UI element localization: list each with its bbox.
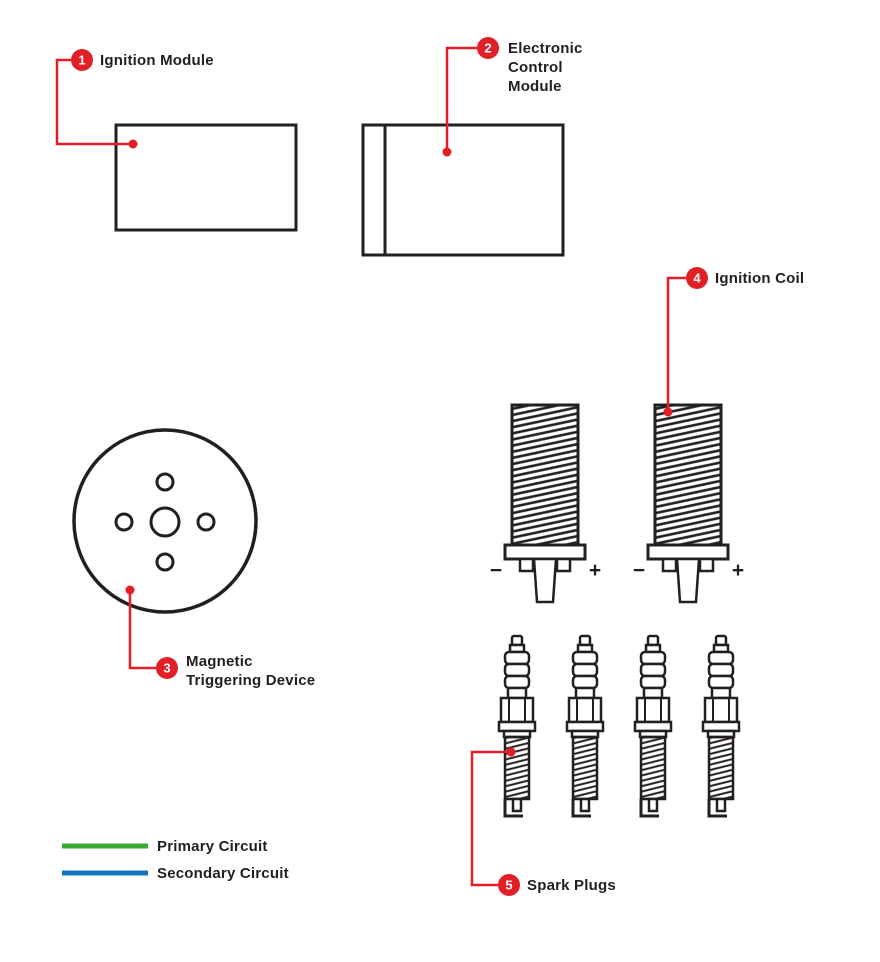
callout-line-4 (666, 276, 686, 412)
ignition-coil-2 (646, 403, 730, 604)
spark-plug-4 (701, 634, 741, 818)
callout-badge-3 (156, 657, 178, 679)
callout-label-2-line3: Module (508, 78, 562, 95)
callout-dot-3 (125, 585, 135, 595)
coil1-plus-terminal-label: + (589, 559, 601, 582)
coil2-plus-terminal-label: + (732, 559, 744, 582)
callout-dot-2 (442, 147, 452, 157)
spark-plug-2 (565, 634, 605, 818)
callout-line-1 (55, 58, 133, 146)
callout-label-3-line1: Magnetic (186, 653, 253, 670)
callout-label-2-line2: Control (508, 59, 563, 76)
callout-label-2-line1: Electronic (508, 40, 583, 57)
legend: Primary Circuit Secondary Circuit (62, 838, 289, 882)
callout-dot-1 (128, 139, 138, 149)
callout-line-3 (128, 590, 156, 670)
spark-plug-3 (633, 634, 673, 818)
callout-badge-2 (477, 37, 499, 59)
callout-line-2 (445, 46, 477, 152)
callout-label-5: Spark Plugs (527, 877, 616, 894)
coil2-minus-terminal-label: − (633, 559, 645, 582)
callout-line-5 (470, 750, 511, 887)
callout-number-5: 5 (505, 878, 512, 893)
callout-label-3-line2: Triggering Device (186, 672, 315, 689)
callout-badge-1 (71, 49, 93, 71)
callout-label-1: Ignition Module (100, 52, 214, 69)
ignition-coil-1 (503, 403, 587, 604)
spark-plug-1 (497, 634, 537, 818)
callout-number-2: 2 (484, 41, 491, 56)
callout-badge-5 (498, 874, 520, 896)
callout-number-1: 1 (78, 53, 85, 68)
callout-number-4: 4 (693, 271, 701, 286)
electronic-control-module-shape (361, 123, 565, 257)
magnetic-triggering-device-shape (72, 428, 258, 614)
coil1-minus-terminal-label: − (490, 559, 502, 582)
legend-primary-circuit-label: Primary Circuit (157, 838, 268, 855)
ignition-module-shape (114, 123, 298, 232)
callout-number-3: 3 (163, 661, 170, 676)
legend-secondary-circuit-label: Secondary Circuit (157, 865, 289, 882)
callout-badge-4 (686, 267, 708, 289)
callout-dot-4 (663, 407, 673, 417)
callout-dot-5 (506, 747, 516, 757)
callout-label-4: Ignition Coil (715, 270, 804, 287)
